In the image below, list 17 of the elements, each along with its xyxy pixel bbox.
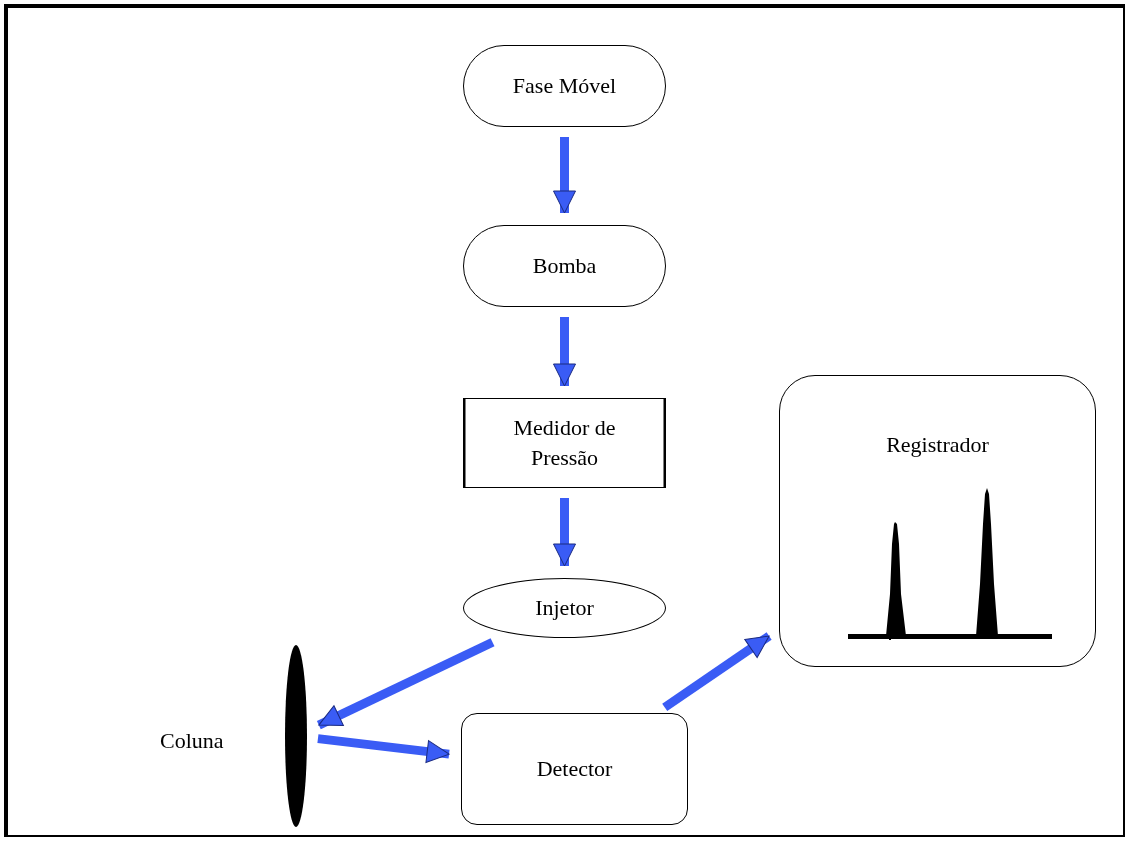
node-label: Registrador [886, 432, 989, 458]
node-label: Bomba [532, 253, 597, 279]
node-label: Coluna [160, 728, 224, 754]
column-node [160, 645, 308, 827]
arrow [553, 317, 576, 387]
node-label: Injetor [535, 595, 594, 621]
arrow [316, 638, 495, 730]
arrow [553, 498, 576, 567]
node-label: Detector [536, 756, 613, 782]
arrow [317, 734, 450, 763]
recorder-box [779, 375, 1096, 667]
arrow [662, 632, 772, 712]
arrow [553, 137, 576, 214]
node-label: Fase Móvel [512, 73, 617, 99]
node-label: Medidor de Pressão [512, 414, 617, 472]
process-box [463, 398, 666, 488]
process-box [461, 713, 688, 825]
